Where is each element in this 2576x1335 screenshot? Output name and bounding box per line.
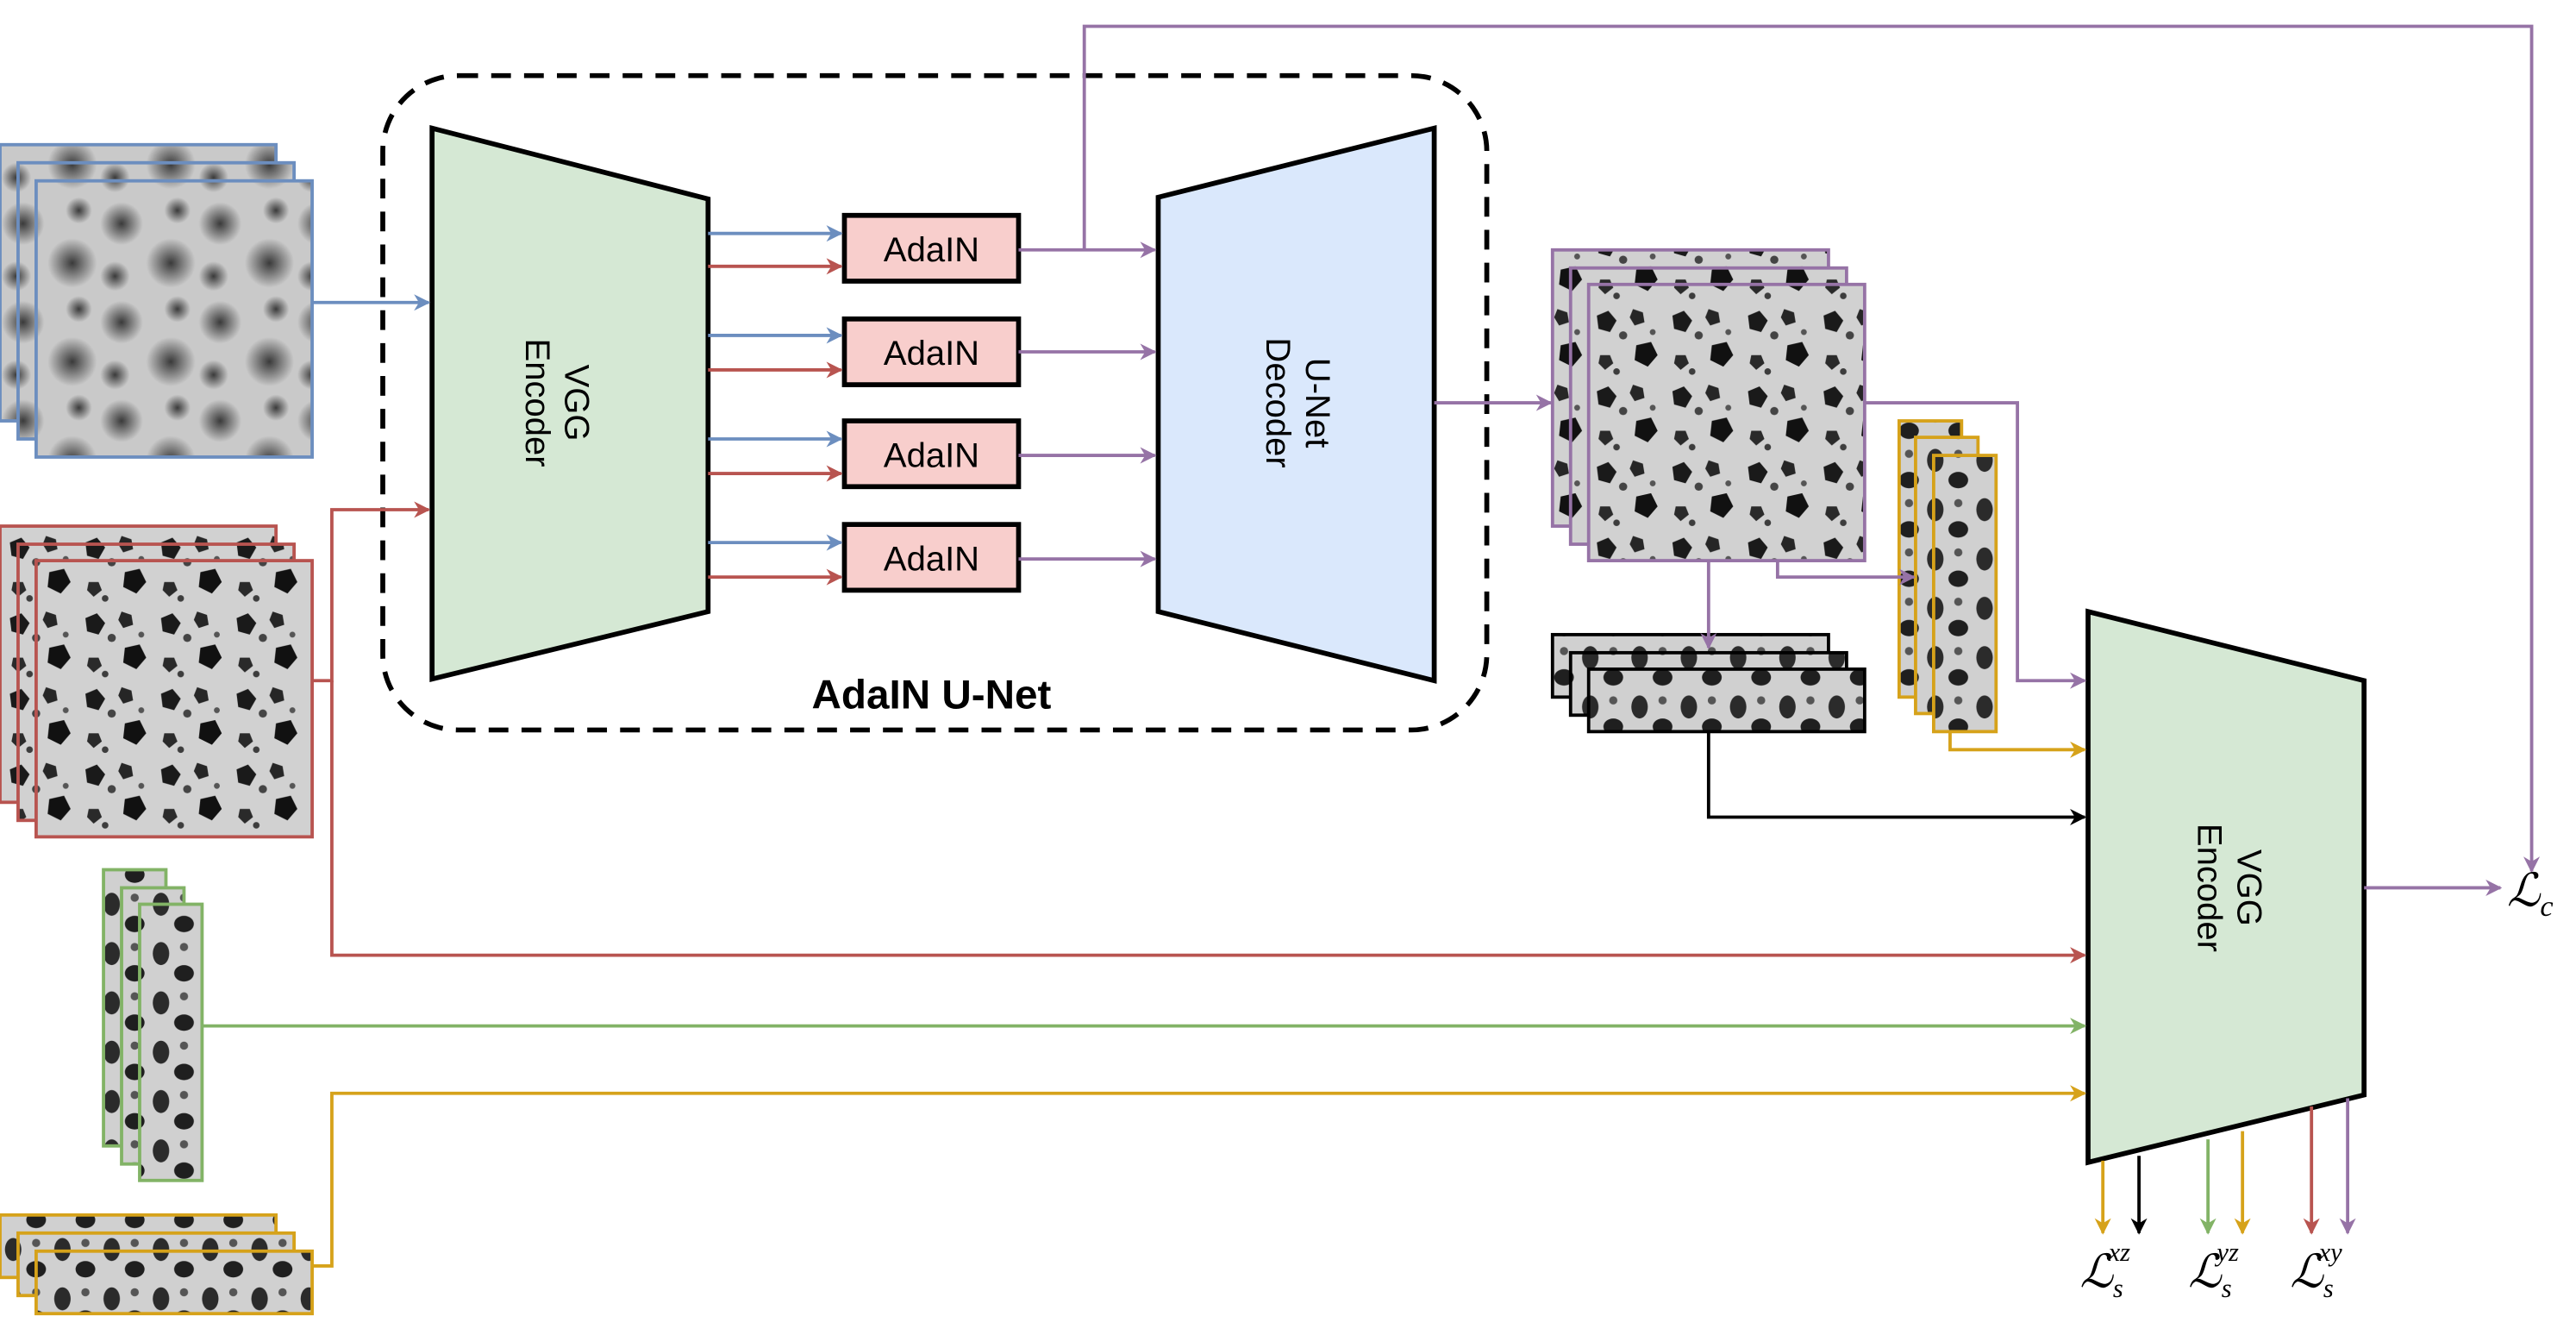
group-title: AdaIN U-Net xyxy=(812,673,1052,718)
style-loss-xy-label: ℒsxy xyxy=(2290,1238,2342,1303)
loss-vgg-encoder xyxy=(2085,608,2367,1166)
adain-label: AdaIN xyxy=(884,231,979,269)
encoder-label-line1: VGG xyxy=(558,365,596,442)
adain-block-3: AdaIN xyxy=(841,418,1022,490)
svg-text:ℒsxz: ℒsxz xyxy=(2080,1238,2131,1303)
arrows xyxy=(312,24,2541,874)
decoder-label-line2: Decoder xyxy=(1259,337,1297,467)
xz-slice-stack xyxy=(0,1213,314,1316)
output-xz-slice-stack xyxy=(1550,632,1866,734)
encoder-label-line2: Encoder xyxy=(518,339,556,467)
style-input-stack xyxy=(0,142,314,459)
content-loss-label: ℒc xyxy=(2507,864,2554,922)
arrow-content-to-encoder xyxy=(312,501,431,683)
loss-encoder-label-line1: VGG xyxy=(2229,849,2267,926)
loss-encoder-label-line2: Encoder xyxy=(2191,824,2229,952)
adain-label: AdaIN xyxy=(884,335,979,373)
svg-text:ℒsyz: ℒsyz xyxy=(2188,1238,2239,1303)
decoder-label-line1: U-Net xyxy=(1298,358,1336,448)
style-loss-yz-label: ℒsyz xyxy=(2188,1238,2239,1303)
adain-label: AdaIN xyxy=(884,541,979,579)
vgg-encoder xyxy=(429,125,711,682)
adain-block-4: AdaIN xyxy=(841,522,1022,593)
svg-text:ℒc: ℒc xyxy=(2507,864,2554,922)
adain-block-2: AdaIN xyxy=(841,316,1022,387)
arrow-content-feature-to-loss xyxy=(1082,24,2541,874)
adain-block-1: AdaIN xyxy=(841,212,1022,284)
unet-decoder xyxy=(1155,125,1437,684)
style-loss-xz-label: ℒsxz xyxy=(2080,1238,2131,1303)
yz-slice-stack xyxy=(102,868,204,1182)
svg-text:ℒsxy: ℒsxy xyxy=(2290,1238,2342,1303)
adain-label: AdaIN xyxy=(884,436,979,474)
content-input-stack xyxy=(0,524,314,839)
loss-arrows xyxy=(202,401,2503,1268)
output-yz-slice-stack xyxy=(1897,419,1998,734)
output-stack xyxy=(1550,248,1866,562)
